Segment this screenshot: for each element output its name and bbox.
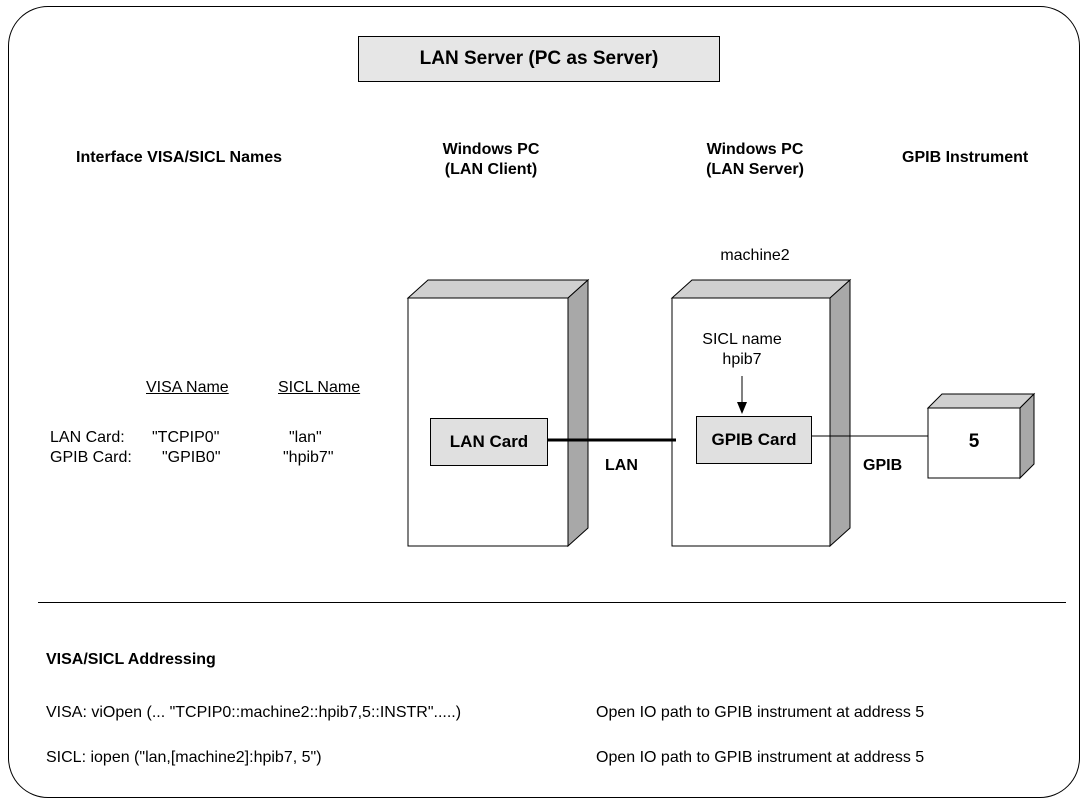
gpib-card-row-visa: "GPIB0" xyxy=(162,449,221,466)
lan-card-row-visa: "TCPIP0" xyxy=(152,429,220,446)
instrument-address: 5 xyxy=(968,431,980,452)
sicl-name-label: SICL name xyxy=(702,331,782,348)
gpib-card-row-label: GPIB Card: xyxy=(50,449,132,466)
server-pc-box xyxy=(670,278,852,548)
instrument-header: GPIB Instrument xyxy=(902,149,1029,166)
client-pc-box xyxy=(406,278,590,548)
machine-label: machine2 xyxy=(720,247,790,264)
sicl-name-value: hpib7 xyxy=(722,351,762,368)
interface-names-header: Interface VISA/SICL Names xyxy=(76,149,283,166)
client-header-line1: Windows PC xyxy=(442,141,540,158)
lan-card-row-sicl: "lan" xyxy=(289,429,322,446)
instrument-box xyxy=(926,392,1036,480)
addressing-heading: VISA/SICL Addressing xyxy=(46,651,216,668)
gpib-label: GPIB xyxy=(863,457,903,474)
diagram-title: LAN Server (PC as Server) xyxy=(358,36,720,82)
gpib-card: GPIB Card xyxy=(696,416,812,464)
sicl-arrow-head xyxy=(737,402,747,414)
sicl-open-description: Open IO path to GPIB instrument at addre… xyxy=(596,749,925,766)
visa-name-header: VISA Name xyxy=(146,379,229,396)
lan-card: LAN Card xyxy=(430,418,548,466)
visa-open-description: Open IO path to GPIB instrument at addre… xyxy=(596,704,925,721)
slide-frame xyxy=(8,6,1080,798)
visa-open-code: VISA: viOpen (... "TCPIP0::machine2::hpi… xyxy=(46,704,462,721)
client-header-line2: (LAN Client) xyxy=(444,161,538,178)
server-header-line2: (LAN Server) xyxy=(706,161,804,178)
section-divider xyxy=(38,602,1066,603)
sicl-name-header: SICL Name xyxy=(278,379,361,396)
lan-card-row-label: LAN Card: xyxy=(50,429,125,446)
lan-label: LAN xyxy=(605,457,638,474)
sicl-open-code: SICL: iopen ("lan,[machine2]:hpib7, 5") xyxy=(46,749,322,766)
server-header-line1: Windows PC xyxy=(706,141,804,158)
gpib-card-row-sicl: "hpib7" xyxy=(283,449,334,466)
